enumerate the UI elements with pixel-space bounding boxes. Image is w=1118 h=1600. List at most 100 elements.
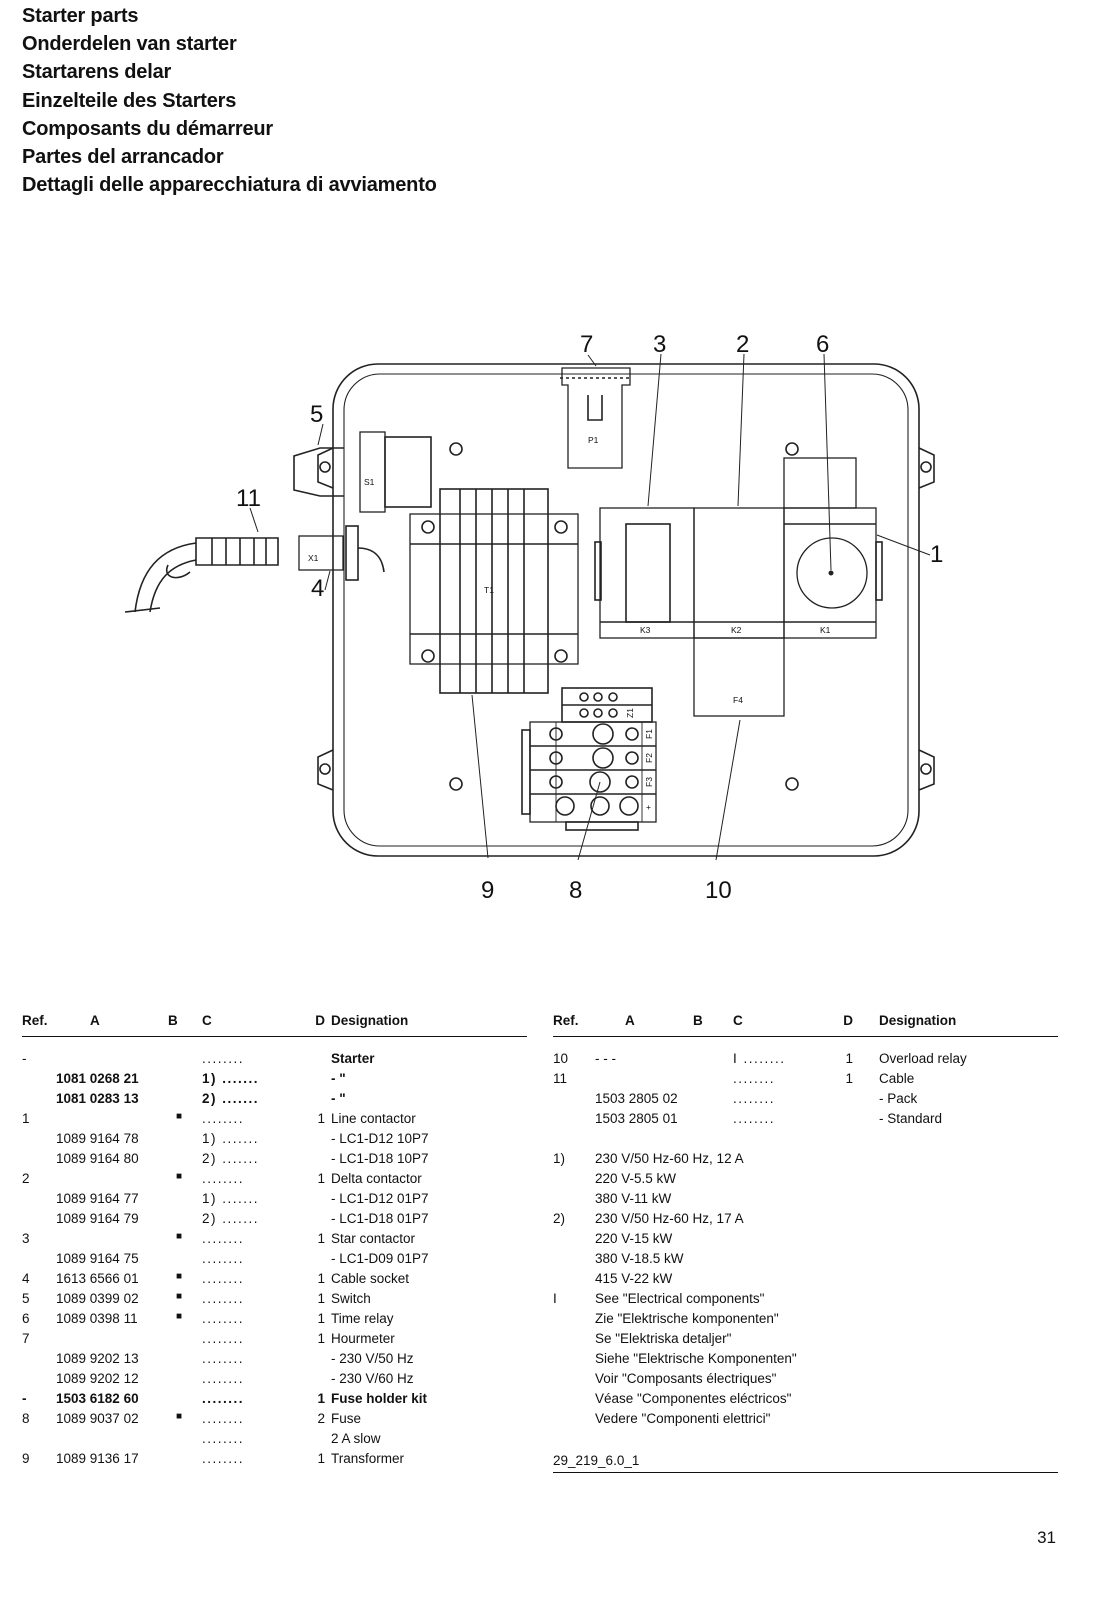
note-text: See "Electrical components": [595, 1291, 765, 1306]
cell-b: [693, 1037, 733, 1072]
document-code-row: 29_219_6.0_1: [553, 1431, 1058, 1473]
cell-b: [168, 1451, 202, 1471]
enclosure-outer: [332, 363, 920, 857]
cell-b: [693, 1071, 733, 1091]
page-number: 31: [1037, 1528, 1056, 1547]
cell-designation: - 230 V/60 Hz: [331, 1371, 414, 1386]
header-designation: Designation: [879, 1010, 1058, 1037]
label-k2: K2: [731, 625, 742, 635]
table-header: Ref. A B C D Designation: [553, 1010, 1058, 1037]
note-ref: 1): [553, 1151, 566, 1166]
cell-designation: Starter: [331, 1051, 375, 1066]
callout-3: 3: [653, 331, 666, 358]
note-ref: I: [553, 1291, 557, 1306]
header-d: D: [298, 1010, 331, 1037]
cell-c: ........: [202, 1271, 245, 1286]
title-fr: Composants du démarreur: [22, 117, 274, 140]
label-k1: K1: [820, 625, 831, 635]
cell-a: 1503 2805 02: [595, 1091, 678, 1106]
cell-d: 1: [317, 1171, 325, 1186]
cell-c: ........: [202, 1391, 245, 1406]
cell-a: 1089 9164 79: [56, 1211, 139, 1226]
cell-b: [168, 1091, 202, 1111]
header-b: B: [168, 1010, 202, 1037]
cell-ref: [22, 1371, 50, 1391]
note-text: 415 V-22 kW: [595, 1271, 673, 1286]
cell-d: [298, 1037, 331, 1072]
cell-ref: [22, 1191, 50, 1211]
cell-d: [298, 1351, 331, 1371]
cell-ref: -: [22, 1051, 27, 1066]
header-designation: Designation: [331, 1010, 527, 1037]
header-ref: Ref.: [22, 1010, 50, 1037]
cell-a: 1503 2805 01: [595, 1111, 678, 1126]
cell-c: ........: [733, 1111, 776, 1126]
cell-b: ■: [176, 1271, 183, 1282]
callout-1: 1: [930, 541, 943, 568]
cell-d: [829, 1091, 879, 1111]
note-text: 380 V-18.5 kW: [595, 1251, 684, 1266]
cell-b: [693, 1111, 733, 1131]
table-row: 1089 9202 13........- 230 V/50 Hz: [22, 1351, 527, 1371]
note-ref: [553, 1191, 595, 1211]
note-row: 415 V-22 kW: [553, 1271, 1058, 1291]
cell-ref: -: [22, 1391, 27, 1406]
cell-a: 1613 6566 01: [56, 1271, 139, 1286]
cell-designation: - LC1-D12 01P7: [331, 1191, 429, 1206]
cell-d: [298, 1431, 331, 1451]
label-f2: F2: [644, 753, 654, 763]
cell-a: 1089 9164 80: [56, 1151, 139, 1166]
cell-c: ........: [202, 1451, 245, 1466]
cell-c: ........: [202, 1351, 245, 1366]
cell-b: ■: [176, 1311, 183, 1322]
cell-b: ■: [176, 1291, 183, 1302]
cell-d: 1: [317, 1231, 325, 1246]
cell-b: [168, 1071, 202, 1091]
cell-ref: [553, 1111, 595, 1131]
cell-d: [298, 1371, 331, 1391]
callout-2: 2: [736, 331, 749, 358]
cell-c: ........: [202, 1311, 245, 1326]
cell-c: ........: [202, 1251, 245, 1266]
note-row: 220 V-15 kW: [553, 1231, 1058, 1251]
cell-designation: Switch: [331, 1291, 371, 1306]
note-text: 220 V-15 kW: [595, 1231, 673, 1246]
cell-a: [50, 1231, 168, 1251]
cell-b: [168, 1191, 202, 1211]
cable-11: [195, 537, 279, 566]
cell-d: [829, 1111, 879, 1131]
label-plus: +: [646, 802, 651, 812]
cell-designation: - LC1-D18 10P7: [331, 1151, 429, 1166]
title-es: Partes del arrancador: [22, 146, 224, 169]
cell-designation: Cable: [879, 1071, 915, 1086]
table-row: 1089 9164 75........- LC1-D09 01P7: [22, 1251, 527, 1271]
cell-ref: [22, 1151, 50, 1171]
cell-ref: [22, 1071, 50, 1091]
cell-designation: - ": [331, 1071, 346, 1086]
callout-4: 4: [311, 575, 324, 602]
callout-5: 5: [310, 401, 323, 428]
callout-10: 10: [705, 877, 732, 904]
cell-d: [298, 1071, 331, 1091]
label-s1: S1: [364, 477, 375, 487]
note-ref: [553, 1411, 595, 1431]
cell-c: 2) .......: [202, 1091, 260, 1106]
cell-d: 1: [317, 1331, 325, 1346]
cell-d: [298, 1091, 331, 1111]
cell-d: 1: [317, 1271, 325, 1286]
cell-designation: - Standard: [879, 1111, 943, 1126]
note-row: 380 V-18.5 kW: [553, 1251, 1058, 1271]
cell-c: 2) .......: [202, 1151, 260, 1166]
cell-d: 1: [317, 1311, 325, 1326]
cell-designation: - ": [331, 1091, 346, 1106]
note-ref: [553, 1271, 595, 1291]
cell-b: ■: [176, 1111, 183, 1122]
lug-left-top: [317, 447, 334, 489]
cell-a: 1081 0268 21: [56, 1071, 139, 1086]
note-ref: [553, 1371, 595, 1391]
fuse-f2: [592, 747, 614, 769]
